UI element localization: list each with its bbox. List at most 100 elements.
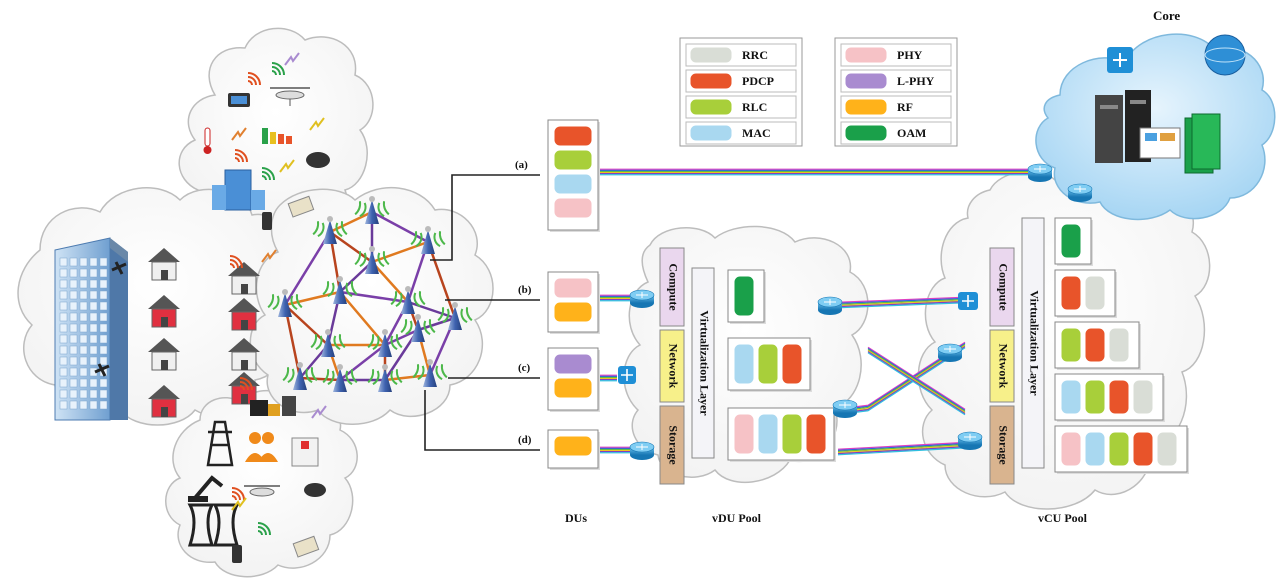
legend-swatch xyxy=(689,72,733,90)
dashboard-icon xyxy=(1139,127,1181,159)
drone-icon xyxy=(111,261,127,275)
rlc-layer xyxy=(781,413,803,455)
mesh-link xyxy=(339,261,373,293)
core-title: Core xyxy=(1153,8,1180,23)
mac-layer xyxy=(1060,379,1082,415)
phy-layer xyxy=(553,197,593,219)
people-icon xyxy=(245,432,278,462)
vdu-pool-title: vDU Pool xyxy=(712,511,762,525)
legend-row xyxy=(840,95,952,119)
compute-resource xyxy=(989,247,1015,327)
lightning-icon xyxy=(311,405,327,419)
legend-row xyxy=(685,69,797,93)
legend-label: MAC xyxy=(742,126,771,140)
cell-tower-icon xyxy=(410,226,446,254)
smart-building-icon xyxy=(212,169,265,211)
storage-label: Storage xyxy=(666,425,680,465)
du-stack xyxy=(547,429,600,470)
split-labels: (a)(b)(c)(d) xyxy=(515,159,532,446)
mesh-link xyxy=(371,210,429,244)
vr-headset-icon xyxy=(306,152,330,168)
pdcp-layer xyxy=(1132,431,1154,467)
iot-devices-bottom xyxy=(187,396,326,563)
phy-layer xyxy=(733,413,755,455)
legend-row xyxy=(840,43,952,67)
router-icon xyxy=(629,289,655,308)
cell-tower-icon xyxy=(312,216,348,244)
legend-swatch xyxy=(689,124,733,142)
mac-layer xyxy=(553,173,593,195)
rlc-layer xyxy=(1108,431,1130,467)
mesh-link xyxy=(339,290,409,304)
skyscraper-icon xyxy=(54,237,128,421)
network-label: Network xyxy=(996,344,1010,389)
wifi-icon xyxy=(239,377,253,391)
pdcp-layer xyxy=(805,413,827,455)
drone-icon xyxy=(94,363,110,377)
cell-tower-icon xyxy=(412,359,448,387)
fronthaul-links xyxy=(424,174,540,451)
mac-layer xyxy=(1084,431,1106,467)
cell-tower-icon xyxy=(367,364,403,392)
lphy-layer xyxy=(553,353,593,375)
virtualization-label: Virtualization Layer xyxy=(1027,290,1041,396)
cell-mesh-network xyxy=(267,196,473,392)
router-icon xyxy=(629,441,655,460)
legend-label: PHY xyxy=(897,48,923,62)
virtualization-label: Virtualization Layer xyxy=(697,310,711,416)
phone-icon xyxy=(262,212,272,230)
rlc-layer xyxy=(553,149,593,171)
legend-row xyxy=(685,121,797,145)
mesh-link xyxy=(426,241,457,319)
house-icon xyxy=(228,298,260,331)
legend-row xyxy=(685,95,797,119)
mesh-link xyxy=(339,344,386,381)
cell-tower-icon xyxy=(390,286,426,314)
house-icon xyxy=(148,295,180,328)
legend-row xyxy=(840,121,952,145)
storage-label: Storage xyxy=(996,425,1010,465)
lightning-icon xyxy=(309,117,325,131)
switch-icon xyxy=(1107,47,1133,73)
lightning-icon xyxy=(231,127,247,141)
virtualization-layer xyxy=(1021,217,1045,469)
router-icon xyxy=(957,431,983,450)
robot-arm-icon xyxy=(188,475,224,502)
house-icon xyxy=(148,248,180,281)
virtualization-layer xyxy=(691,267,715,459)
switch-icon xyxy=(618,366,636,384)
rrc-layer xyxy=(1084,275,1106,311)
cell-tower-icon xyxy=(400,314,436,342)
switch-icon xyxy=(958,292,978,310)
oam-layer xyxy=(1060,223,1082,259)
house-icon xyxy=(228,338,260,371)
link-cross-1 xyxy=(851,341,966,414)
power-tower-icon xyxy=(206,420,234,467)
core-network: Core xyxy=(1095,8,1246,174)
lightning-icon xyxy=(284,52,300,66)
legend-label: L-PHY xyxy=(897,74,935,88)
lightning-icon xyxy=(261,249,277,263)
du-stack xyxy=(547,271,600,334)
cell-tower-icon xyxy=(354,196,390,224)
wifi-icon xyxy=(257,522,271,536)
vcu-pool-title: vCU Pool xyxy=(1038,511,1088,525)
split-label: (d) xyxy=(518,434,532,446)
link-cross-2 xyxy=(867,346,966,416)
du-stack xyxy=(547,119,600,232)
pdcp-layer xyxy=(1060,275,1082,311)
legend-label: RLC xyxy=(742,100,767,114)
wifi-icon xyxy=(231,487,245,501)
vnf-stack xyxy=(1054,269,1117,318)
wifi-icon xyxy=(234,149,248,163)
house-icon xyxy=(228,262,260,295)
rlc-layer xyxy=(757,343,779,385)
drone-icon xyxy=(244,485,280,497)
core-cloud xyxy=(1035,33,1276,221)
network-resource xyxy=(659,329,685,403)
urban-area xyxy=(54,237,260,421)
rrc-layer xyxy=(1108,327,1130,363)
